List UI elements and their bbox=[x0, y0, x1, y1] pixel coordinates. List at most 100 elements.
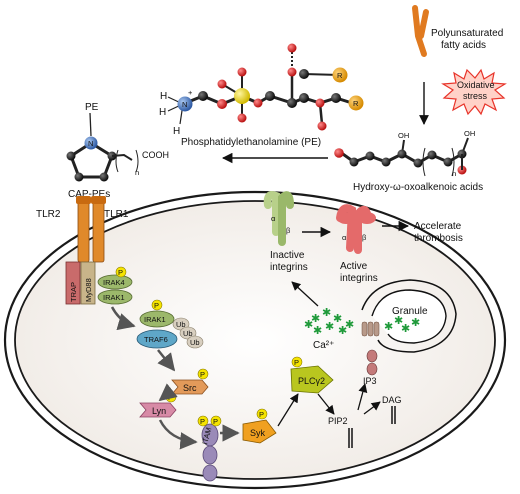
calcium-star-icon: ✱ bbox=[384, 321, 393, 333]
phospho-label: P bbox=[154, 301, 159, 310]
tlr1-label: TLR1 bbox=[104, 209, 129, 220]
pe-n-label: N bbox=[182, 100, 187, 109]
pe-oxygen-atom bbox=[253, 98, 263, 108]
traf6-label: TRAF6 bbox=[144, 335, 168, 344]
cap-pe-cooh: COOH bbox=[142, 150, 169, 160]
signal-arrow bbox=[157, 349, 176, 372]
inactive-integrin-label-line2: integrins bbox=[270, 262, 308, 273]
polyunsaturated-fatty-acid: Polyunsaturated fatty acids Oxidative st… bbox=[412, 5, 507, 125]
active-integrin: α β Active integrins bbox=[336, 204, 378, 284]
dag-label: DAG bbox=[382, 395, 402, 405]
integrin-head bbox=[337, 212, 355, 224]
second-messengers: PIP2 DAG IP3 bbox=[317, 376, 402, 448]
integrin-alpha-label: α bbox=[271, 214, 276, 223]
pe-r-label: R bbox=[337, 71, 343, 80]
fatty-acid-label-line1: Polyunsaturated bbox=[431, 28, 503, 39]
calcium-star-icon: ✱ bbox=[322, 307, 331, 319]
chain-carbon-atom bbox=[349, 157, 359, 167]
pe-full-name: Phosphatidylethanolamine (PE) bbox=[181, 137, 321, 148]
plc-label: PLCγ2 bbox=[298, 376, 325, 386]
pe-carbon-atom bbox=[331, 93, 341, 103]
ip3-receptor-icon bbox=[366, 349, 378, 363]
inactive-integrin: α β Inactive integrins bbox=[263, 191, 308, 273]
dense-tubular-system: Granule bbox=[361, 279, 457, 376]
pe-oxygen-atom bbox=[317, 121, 327, 131]
signal-arrow bbox=[317, 393, 335, 415]
integrin-head bbox=[358, 212, 376, 224]
accelerate-label-line2: thrombosis bbox=[414, 233, 463, 244]
plc-gamma2-group: PLCγ2 P bbox=[290, 356, 334, 394]
phospho-icon bbox=[115, 266, 127, 278]
tlr2-label: TLR2 bbox=[36, 209, 61, 220]
oxo-oxygen-atom bbox=[334, 148, 344, 158]
trap-label: TRAP bbox=[69, 282, 78, 302]
phosphate-icon bbox=[234, 88, 250, 104]
irak1-b-label: IRAK1 bbox=[144, 315, 166, 324]
calcium-star-icon: ✱ bbox=[311, 313, 320, 325]
active-integrin-label-line1: Active bbox=[340, 261, 368, 272]
signal-arrow bbox=[363, 401, 381, 415]
myd88-adaptor bbox=[80, 261, 96, 305]
oxidative-stress-star-icon bbox=[441, 68, 507, 116]
phospho-icon bbox=[151, 299, 163, 311]
calcium-star-icon: ✱ bbox=[304, 319, 313, 331]
ring-carbon-atom bbox=[99, 172, 109, 182]
fatty-acid-label-line2: fatty acids bbox=[441, 40, 486, 51]
phosphatidylethanolamine-structure: H H H N + R R Phosphatidylethanolamine (… bbox=[159, 43, 364, 148]
pe-oxygen-atom bbox=[237, 113, 247, 123]
pe-r-group bbox=[348, 95, 364, 111]
pe-carbon-atom bbox=[287, 98, 297, 108]
cap-pes-label: CAP-PEs bbox=[68, 189, 110, 200]
ring-carbon-atom bbox=[74, 172, 84, 182]
granule-inner-membrane bbox=[371, 289, 447, 344]
pe-r-label: R bbox=[353, 99, 359, 108]
irak1-protein bbox=[97, 289, 133, 305]
signal-arrow bbox=[291, 281, 319, 307]
myd88-label: MyD88 bbox=[84, 278, 93, 302]
ub-label: Ub bbox=[176, 320, 186, 329]
ip3-channel-icon bbox=[367, 321, 374, 337]
pe-oxygen-atom bbox=[217, 99, 227, 109]
ub-label: Ub bbox=[190, 338, 200, 347]
chain-carbon-atom bbox=[365, 151, 375, 161]
pip2-label: PIP2 bbox=[328, 416, 348, 426]
pe-carbon-atom bbox=[299, 93, 309, 103]
phospho-icon bbox=[197, 368, 209, 380]
granule-outer-membrane bbox=[361, 279, 457, 353]
signal-arrow bbox=[158, 383, 178, 402]
itam-domain bbox=[202, 464, 218, 482]
phospho-label: P bbox=[213, 417, 218, 426]
chain-carbon-atom bbox=[381, 157, 391, 167]
syk-label: Syk bbox=[250, 428, 266, 438]
granule-label: Granule bbox=[392, 306, 428, 317]
signal-arrow bbox=[277, 393, 299, 427]
ip3-label: IP3 bbox=[363, 376, 377, 386]
ip3-channel-icon bbox=[361, 321, 368, 337]
calcium-star-icon: ✱ bbox=[338, 325, 347, 337]
cell-outer-membrane bbox=[3, 190, 507, 490]
integrin-alpha-subunit bbox=[263, 191, 280, 236]
pe-h-atom: H bbox=[160, 91, 167, 102]
pe-oxygen-atom bbox=[237, 67, 247, 77]
lyn-label: Lyn bbox=[152, 406, 166, 416]
ring-carbon-atom bbox=[66, 151, 76, 161]
phospho-label: P bbox=[200, 417, 205, 426]
oxidative-stress-label-line1: Oxidative bbox=[457, 80, 495, 90]
integrin-beta-label: β bbox=[362, 233, 367, 242]
signal-arrow bbox=[110, 306, 136, 331]
fatty-acid-tail bbox=[418, 9, 429, 39]
integrin-beta-subunit bbox=[278, 191, 294, 246]
signal-arrow bbox=[158, 419, 198, 450]
irak1-label: IRAK1 bbox=[103, 293, 125, 302]
itam-domain bbox=[202, 445, 218, 465]
cap-pe-pe-label: PE bbox=[85, 102, 99, 113]
irak1-traf6-complex: IRAK1 P TRAF6 Ub Ub Ub bbox=[136, 299, 204, 349]
calcium-label: Ca²⁺ bbox=[313, 340, 334, 351]
hydroxy-acid-label: Hydroxy-ω-oxoalkenoic acids bbox=[353, 182, 483, 193]
lyn-kinase bbox=[139, 402, 177, 418]
syk-kinase-group: Syk P bbox=[220, 408, 277, 444]
signal-arrow bbox=[357, 383, 368, 411]
tlr-receptor-complex: TLR2 TLR1 TRAP MyD88 IRAK4 IRAK1 P bbox=[36, 196, 133, 305]
pe-oxygen-atom bbox=[287, 67, 297, 77]
pe-nitrogen-atom bbox=[177, 96, 193, 112]
